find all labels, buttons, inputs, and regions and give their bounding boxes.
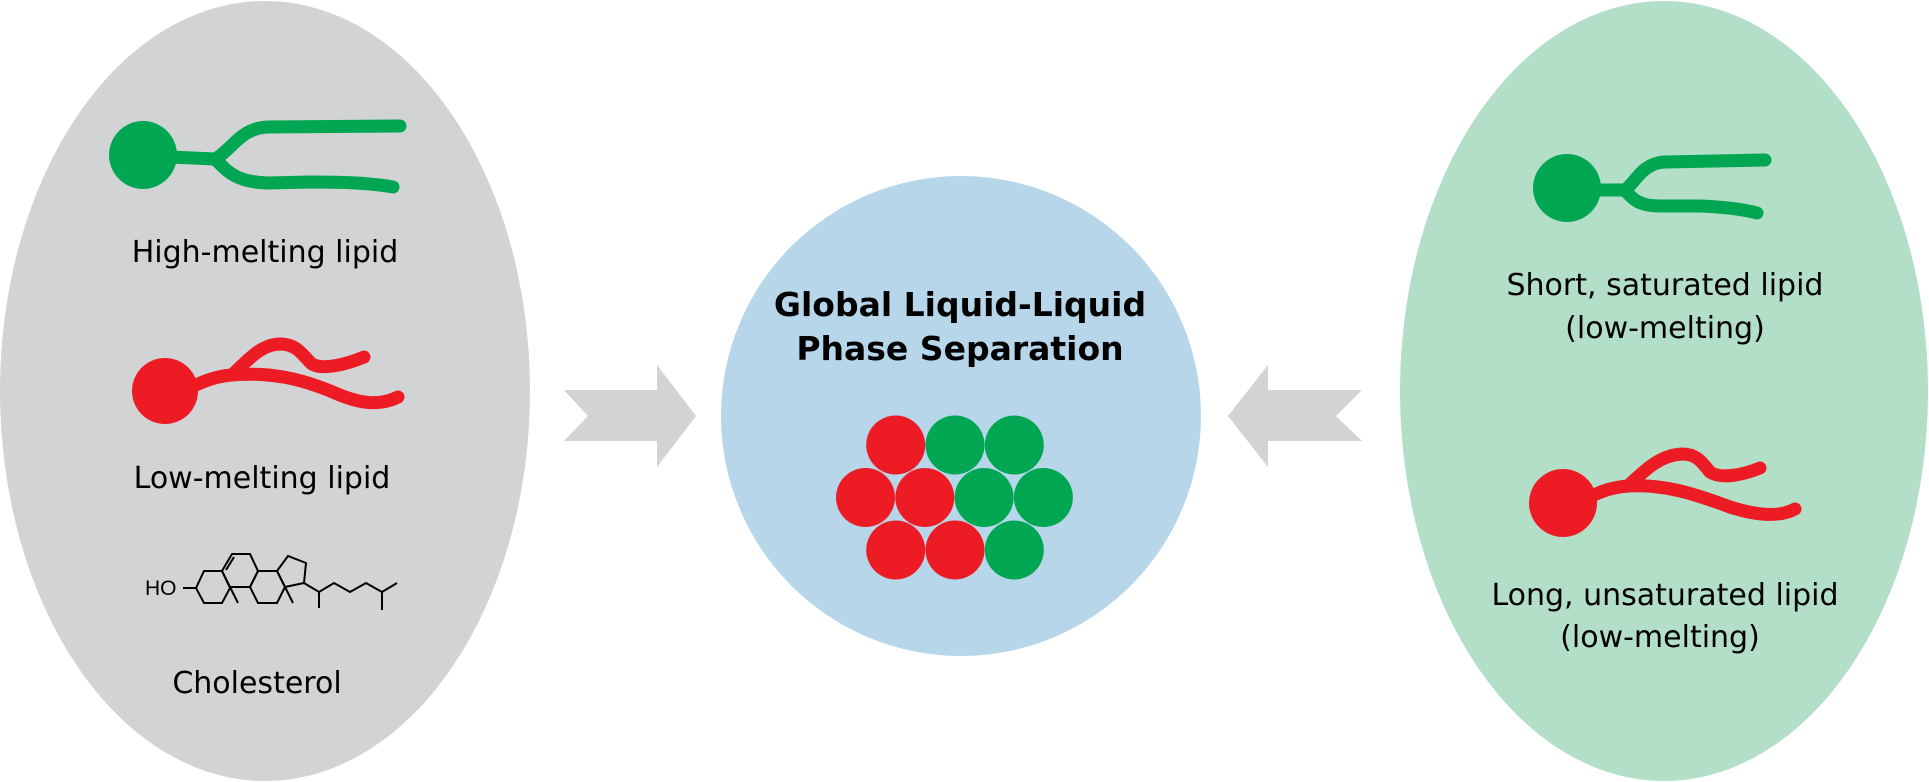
domain-sphere-green [1013, 468, 1073, 527]
domain-sphere-green [984, 520, 1044, 580]
center-title-line1: Global Liquid-Liquid [774, 285, 1146, 324]
high-melting-lipid-icon [109, 119, 407, 194]
right-panel-background [1400, 1, 1928, 781]
left-panel: High-melting lipid Low-melting lipid HO … [0, 1, 530, 781]
domain-sphere-red [895, 468, 955, 527]
hydroxyl-label: HO [145, 577, 177, 600]
short-saturated-lipid-label: Short, saturated lipid [1507, 268, 1824, 303]
right-panel: Short, saturated lipid (low-melting) Lon… [1400, 1, 1928, 781]
center-panel-background [721, 176, 1201, 656]
domain-sphere-red [925, 520, 985, 580]
phase-domains [836, 415, 1073, 580]
domain-sphere-green [925, 415, 985, 475]
arrow-left-icon [1228, 365, 1362, 467]
arrow-right-icon [564, 365, 696, 467]
center-title-line2: Phase Separation [796, 329, 1123, 368]
short-saturated-lipid-icon [1533, 153, 1772, 222]
long-unsaturated-lipid-label: Long, unsaturated lipid [1491, 578, 1838, 613]
low-melting-lipid-label: Low-melting lipid [134, 461, 391, 496]
center-panel: Global Liquid-Liquid Phase Separation [721, 176, 1201, 656]
high-melting-lipid-label: High-melting lipid [132, 235, 399, 270]
cholesterol-structure-icon: HO [145, 553, 398, 610]
low-melting-lipid-icon [132, 337, 405, 424]
domain-sphere-red [866, 520, 926, 580]
domain-sphere-green [984, 415, 1044, 475]
long-unsaturated-lipid-sublabel: (low-melting) [1560, 620, 1760, 655]
domain-sphere-green [954, 468, 1014, 527]
long-unsaturated-lipid-icon [1529, 447, 1802, 537]
domain-sphere-red [836, 468, 895, 527]
cholesterol-label: Cholesterol [172, 666, 341, 701]
short-saturated-lipid-sublabel: (low-melting) [1565, 311, 1765, 346]
domain-sphere-red [866, 415, 926, 475]
left-panel-background [0, 1, 530, 781]
